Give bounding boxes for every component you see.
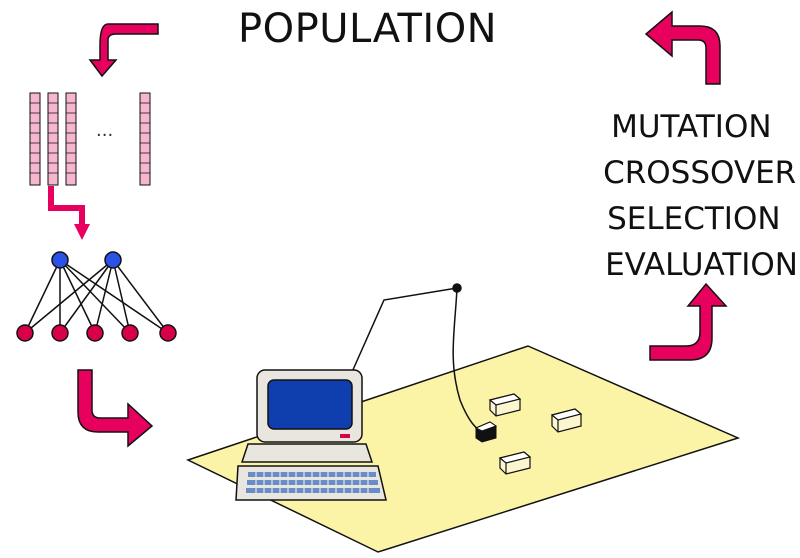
- robot-icon: [474, 421, 498, 443]
- ellipsis-label: ...: [96, 120, 114, 141]
- population-title: POPULATION: [238, 6, 498, 52]
- genetic-operators-list: MUTATION CROSSOVER SELECTION EVALUATION: [603, 104, 798, 288]
- neural-network-icon: [16, 251, 177, 342]
- chromosome-strip-icon: [47, 92, 59, 186]
- operator-mutation: MUTATION: [611, 109, 772, 145]
- curved-arrow-icon: [88, 23, 159, 78]
- chromosome-strip-icon: [29, 92, 41, 186]
- hidden-node: [51, 251, 69, 269]
- output-node: [86, 324, 104, 342]
- operator-crossover: CROSSOVER: [603, 155, 797, 191]
- curved-arrow-icon: [644, 10, 721, 85]
- curved-arrow-icon: [77, 369, 154, 448]
- operator-evaluation: EVALUATION: [605, 247, 798, 283]
- block-icon: [488, 393, 522, 417]
- block-icon: [498, 451, 532, 475]
- output-node: [159, 324, 177, 342]
- operator-selection: SELECTION: [607, 201, 781, 237]
- chromosome-strip-icon: [65, 92, 77, 186]
- monitor-screen: [267, 379, 353, 430]
- computer-icon: [235, 369, 387, 501]
- chromosome-strip-icon: [139, 92, 151, 186]
- decode-arrow-icon: [48, 186, 90, 240]
- curved-arrow-icon: [649, 282, 728, 361]
- chromosome-population: [29, 92, 151, 186]
- hidden-node: [104, 251, 122, 269]
- output-node: [16, 324, 34, 342]
- output-node: [121, 324, 139, 342]
- output-node: [51, 324, 69, 342]
- block-icon: [550, 408, 583, 433]
